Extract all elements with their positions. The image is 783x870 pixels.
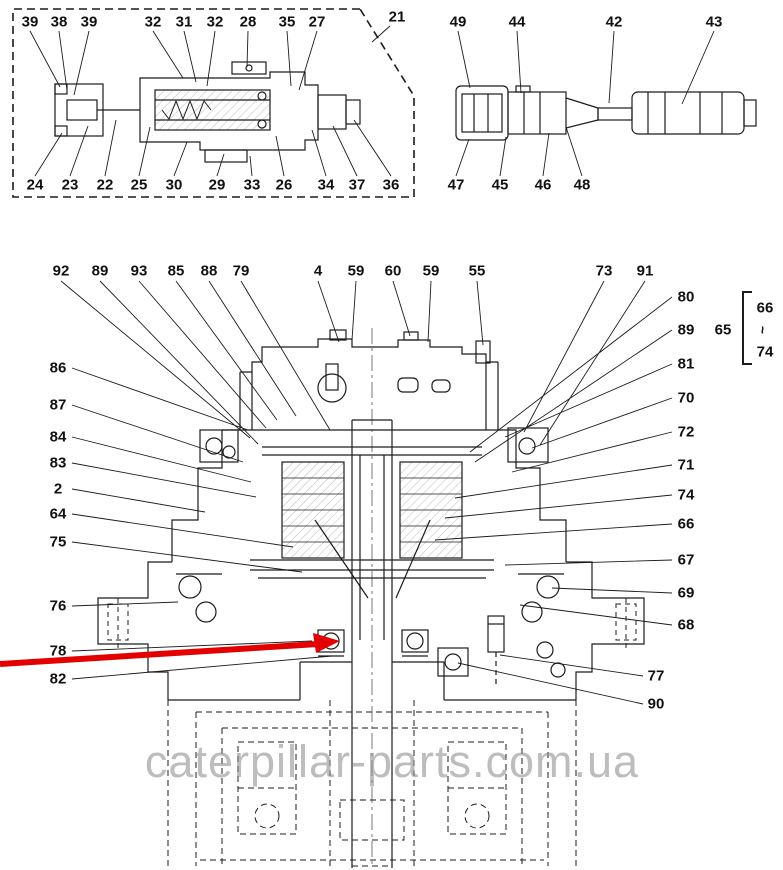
callout-85: 85: [167, 262, 185, 280]
dashed-boundary-box: [12, 8, 415, 198]
callout-76: 76: [49, 597, 67, 615]
callout-45: 45: [491, 176, 509, 194]
inset-valve-drawing: [54, 61, 361, 163]
callout-36: 36: [382, 176, 400, 194]
callout-65: 65: [714, 321, 732, 339]
callout-64: 64: [49, 505, 67, 523]
callout-43: 43: [705, 13, 723, 31]
group-bracket: [742, 291, 752, 365]
callout-67: 67: [677, 551, 695, 569]
callout-93: 93: [130, 262, 148, 280]
callout-39-2: 39: [80, 13, 98, 31]
callout-32-1: 32: [144, 13, 162, 31]
callout-69: 69: [677, 584, 695, 602]
callout-79: 79: [232, 262, 250, 280]
red-arrow: [0, 633, 340, 667]
callout-89-right: 89: [677, 321, 695, 339]
callout-49: 49: [449, 13, 467, 31]
callout-35: 35: [278, 13, 296, 31]
callout-21: 21: [388, 8, 406, 26]
callout-84: 84: [49, 428, 67, 446]
callout-87: 87: [49, 396, 67, 414]
callout-30: 30: [165, 176, 183, 194]
callout-4: 4: [313, 262, 323, 280]
callout-74-right: 74: [677, 486, 695, 504]
callout-44: 44: [508, 13, 526, 31]
callout-82: 82: [49, 670, 67, 688]
callout-37: 37: [348, 176, 366, 194]
callout-23: 23: [61, 176, 79, 194]
callout-74-range: 74: [756, 343, 774, 361]
callout-59-2: 59: [422, 262, 440, 280]
callout-68: 68: [677, 616, 695, 634]
callout-89-top: 89: [91, 262, 109, 280]
callout-34: 34: [317, 176, 335, 194]
callout-90: 90: [647, 695, 665, 713]
callout-55: 55: [468, 262, 486, 280]
callout-42: 42: [605, 13, 623, 31]
callout-92: 92: [52, 262, 70, 280]
range-tilde: ~: [755, 325, 771, 335]
callout-72: 72: [677, 423, 695, 441]
callout-73: 73: [595, 262, 613, 280]
callout-24: 24: [26, 176, 44, 194]
callout-88: 88: [200, 262, 218, 280]
callout-26: 26: [275, 176, 293, 194]
callout-60: 60: [384, 262, 402, 280]
leader-lines: [29, 25, 715, 705]
callout-48: 48: [573, 176, 591, 194]
callout-39-1: 39: [21, 13, 39, 31]
callout-33: 33: [243, 176, 261, 194]
callout-22: 22: [96, 176, 114, 194]
callout-70: 70: [677, 389, 695, 407]
callout-80: 80: [677, 288, 695, 306]
callout-78: 78: [49, 642, 67, 660]
callout-28: 28: [239, 13, 257, 31]
callout-86: 86: [49, 359, 67, 377]
callout-83: 83: [49, 454, 67, 472]
main-assembly-drawing: [97, 328, 645, 868]
callout-59-1: 59: [347, 262, 365, 280]
inset-spool-drawing: [455, 85, 757, 141]
callout-38: 38: [50, 13, 68, 31]
callout-2: 2: [53, 480, 63, 498]
callout-71: 71: [677, 456, 695, 474]
callout-29: 29: [208, 176, 226, 194]
callout-66-range: 66: [756, 299, 774, 317]
callout-31: 31: [175, 13, 193, 31]
callout-77: 77: [647, 667, 665, 685]
callout-47: 47: [447, 176, 465, 194]
watermark-text: caterpillar-parts.com.ua: [144, 736, 640, 787]
callout-91: 91: [636, 262, 654, 280]
callout-32-2: 32: [206, 13, 224, 31]
callout-66-right: 66: [677, 515, 695, 533]
callout-27: 27: [308, 13, 326, 31]
callout-25: 25: [130, 176, 148, 194]
callout-46: 46: [534, 176, 552, 194]
callout-75: 75: [49, 533, 67, 551]
callout-81: 81: [677, 355, 695, 373]
